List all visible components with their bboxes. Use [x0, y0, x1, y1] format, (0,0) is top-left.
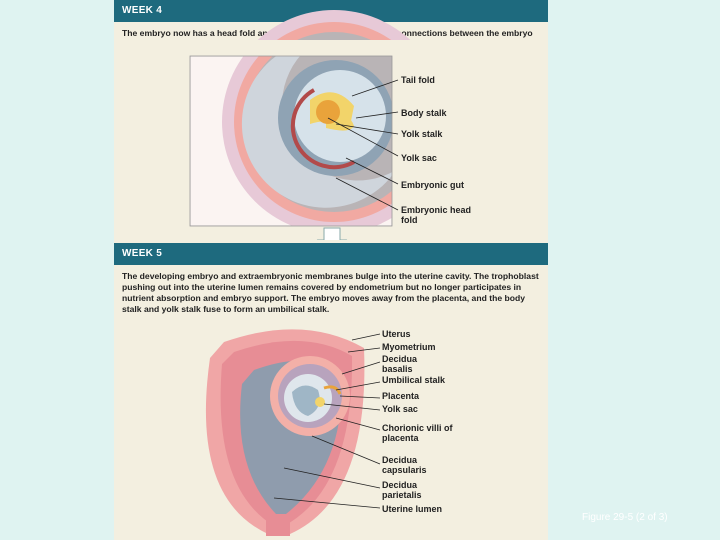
label-uterine-lumen: Uterine lumen	[382, 504, 443, 514]
embryo	[292, 385, 320, 416]
label-uterus: Uterus	[382, 329, 411, 339]
figure-reference: Figure 29-5 (2 of 3)	[582, 512, 668, 523]
label-decidua-basalis: Decidua basalis	[382, 354, 418, 374]
label-myometrium: Myometrium	[382, 342, 436, 352]
label-yolk-sac-5: Yolk sac	[382, 404, 418, 414]
label-tail-fold: Tail fold	[401, 75, 435, 85]
label-placenta: Placenta	[382, 391, 420, 401]
label-yolk-sac: Yolk sac	[401, 153, 437, 163]
label-embryonic-head-fold: Embryonic head fold	[401, 205, 472, 225]
week4-diagram	[114, 10, 548, 240]
figure-panel: WEEK 4 The embryo now has a head fold an…	[114, 0, 548, 540]
label-decidua-parietalis: Decidua parietalis	[382, 480, 422, 500]
umbilical-stalk	[323, 385, 342, 395]
label-yolk-stalk: Yolk stalk	[401, 129, 443, 139]
label-embryonic-gut: Embryonic gut	[401, 180, 465, 190]
week5-header: WEEK 5	[114, 243, 548, 265]
embryonic-gut	[290, 88, 355, 170]
amniotic-cavity	[241, 40, 396, 208]
transition-arrow	[316, 227, 348, 240]
label-umbilical-stalk: Umbilical stalk	[382, 375, 446, 385]
label-decidua-capsularis: Decidua capsularis	[382, 455, 427, 475]
label-body-stalk: Body stalk	[401, 108, 447, 118]
week5-diagram	[205, 329, 381, 536]
week5-caption: The developing embryo and extraembryonic…	[122, 271, 539, 314]
yolk-sac	[315, 397, 325, 407]
label-chorionic-villi: Chorionic villi of placenta	[382, 423, 453, 443]
